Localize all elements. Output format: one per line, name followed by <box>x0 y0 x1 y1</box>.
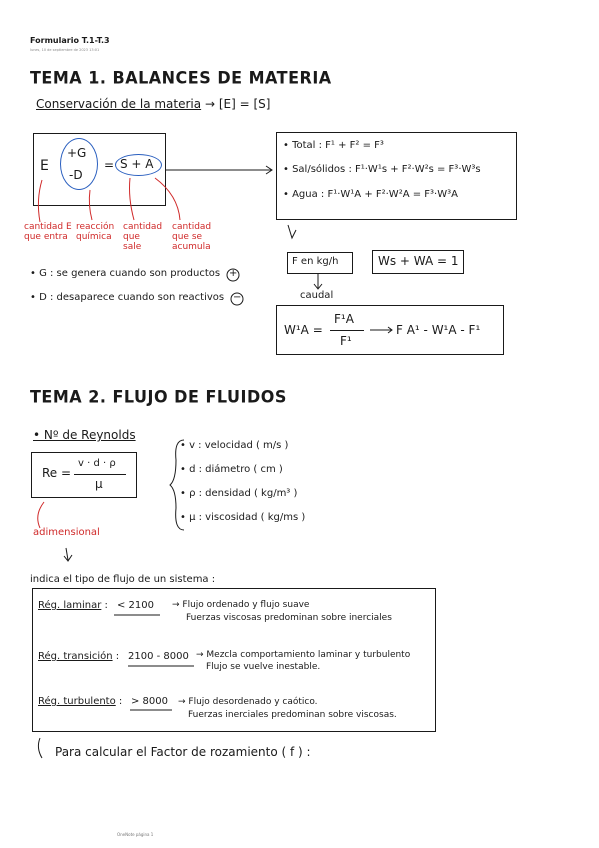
diagram-minus-D: -D <box>69 168 83 182</box>
arrow-adimensional <box>63 547 73 562</box>
conservacion-label: Conservación de la materia <box>36 97 202 111</box>
regime-laminar-desc2: Fuerzas viscosas predominan sobre inerci… <box>186 613 392 623</box>
formula-num: F¹A <box>334 312 354 326</box>
re-lhs: Re = <box>42 466 72 480</box>
plus-circle <box>226 268 240 282</box>
indica-text: indica el tipo de flujo de un sistema : <box>30 574 216 585</box>
adimensional-label: adimensional <box>33 527 100 538</box>
conservacion-line: Conservación de la materia → [E] = [S] <box>36 97 270 111</box>
reynolds-box <box>31 452 137 498</box>
total-eq: • Total : F¹ + F² = F³ <box>283 140 384 151</box>
sal-eq: • Sal/sólidos : F¹·W¹s + F²·W²s = F³·W³s <box>283 164 481 175</box>
annot-cantidad-acumula: cantidad que se acumula <box>172 222 212 252</box>
regime-laminar-desc1: → Flujo ordenado y flujo suave <box>172 600 310 610</box>
conservacion-eq: [E] = [S] <box>218 97 271 111</box>
balance-diagram-box <box>33 133 166 206</box>
annot-reaccion: reacción química <box>76 222 115 242</box>
f-units-box <box>287 252 353 274</box>
regime-turbulento-desc1: → Flujo desordenado y caótico. <box>178 697 318 707</box>
minus-circle <box>230 292 244 306</box>
formula-box <box>276 305 504 355</box>
f-units: F en kg/h <box>292 256 339 267</box>
caudal-label: caudal <box>300 290 334 301</box>
var-d: • d : diámetro ( cm ) <box>180 464 283 475</box>
tema2-heading: TEMA 2. FLUJO DE FLUIDOS <box>30 386 287 407</box>
diagram-equals: = <box>104 158 115 172</box>
var-v: • v : velocidad ( m/s ) <box>180 440 289 451</box>
arrow-cantidad-E <box>37 179 43 223</box>
tema1-heading: TEMA 1. BALANCES DE MATERIA <box>30 67 332 88</box>
formula-lhs: W¹A = <box>284 323 323 337</box>
agua-eq: • Agua : F¹·W¹A + F²·W²A = F³·W³A <box>283 189 458 200</box>
regimes-box <box>32 588 436 732</box>
regime-transicion-desc1: → Mezcla comportamiento laminar y turbul… <box>196 650 411 660</box>
g-rule-symbol: + <box>229 268 238 279</box>
regime-turbulento-name: Rég. turbulento <box>38 696 116 707</box>
regime-transicion-name: Rég. transición <box>38 651 113 662</box>
regime-turbulento-desc2: Fuerzas inerciales predominan sobre visc… <box>188 710 397 720</box>
conservacion-arrow: → <box>204 97 216 111</box>
regime-turbulento: Rég. turbulento : <box>38 696 123 707</box>
arrow-down-totals <box>287 224 297 240</box>
re-den: μ <box>95 477 103 491</box>
var-mu: • μ : viscosidad ( kg/ms ) <box>180 512 306 523</box>
diagram-E: E <box>40 158 49 174</box>
regime-laminar: Rég. laminar : <box>38 600 108 611</box>
regime-turbulento-range: > 8000 <box>131 696 169 707</box>
annot-cantidad-sale: cantidad que sale <box>123 222 163 252</box>
regime-laminar-name: Rég. laminar <box>38 600 102 611</box>
document-date: lunes, 10 de septiembre de 2023 13:01 <box>30 48 100 52</box>
totals-box <box>276 132 517 220</box>
footer-label: OneNote página 1 <box>117 832 154 837</box>
sa-oval <box>115 154 162 176</box>
ws-eq: Ws + WA = 1 <box>378 254 459 268</box>
diagram-plus-G: +G <box>67 146 87 160</box>
formula-fraction-bar <box>330 330 364 331</box>
annot-cantidad-E: cantidad E que entra <box>24 222 72 242</box>
regime-transicion-desc2: Flujo se vuelve inestable. <box>206 662 321 672</box>
reynolds-label: • Nº de Reynolds <box>33 428 136 442</box>
g-rule: • G : se genera cuando son productos <box>30 268 221 279</box>
formula-den: F¹ <box>340 334 352 348</box>
re-fraction-bar <box>74 474 126 475</box>
regime-transicion-range: 2100 - 8000 <box>128 651 189 662</box>
formula-rhs: F A¹ - W¹A - F¹ <box>396 323 481 337</box>
arrow-cantidad-sale <box>129 177 135 221</box>
diagram-S-A: S + A <box>120 157 154 171</box>
arrow-reaccion <box>88 189 93 221</box>
regime-transicion: Rég. transición : <box>38 651 120 662</box>
factor-text: Para calcular el Factor de rozamiento ( … <box>55 745 311 759</box>
arrow-cantidad-acumula <box>154 177 181 221</box>
factor-bracket <box>37 737 43 759</box>
regime-laminar-range: < 2100 <box>117 600 155 611</box>
var-rho: • ρ : densidad ( kg/m³ ) <box>180 488 298 499</box>
vars-brace <box>169 439 185 531</box>
arrow-adimensional-red <box>37 501 45 529</box>
re-num: v · d · ρ <box>78 458 116 469</box>
d-rule-symbol: − <box>233 292 242 303</box>
document-title: Formulario T.1-T.3 <box>30 36 110 45</box>
ws-box <box>372 250 464 274</box>
d-rule: • D : desaparece cuando son reactivos <box>30 292 225 303</box>
gd-oval <box>60 138 98 190</box>
